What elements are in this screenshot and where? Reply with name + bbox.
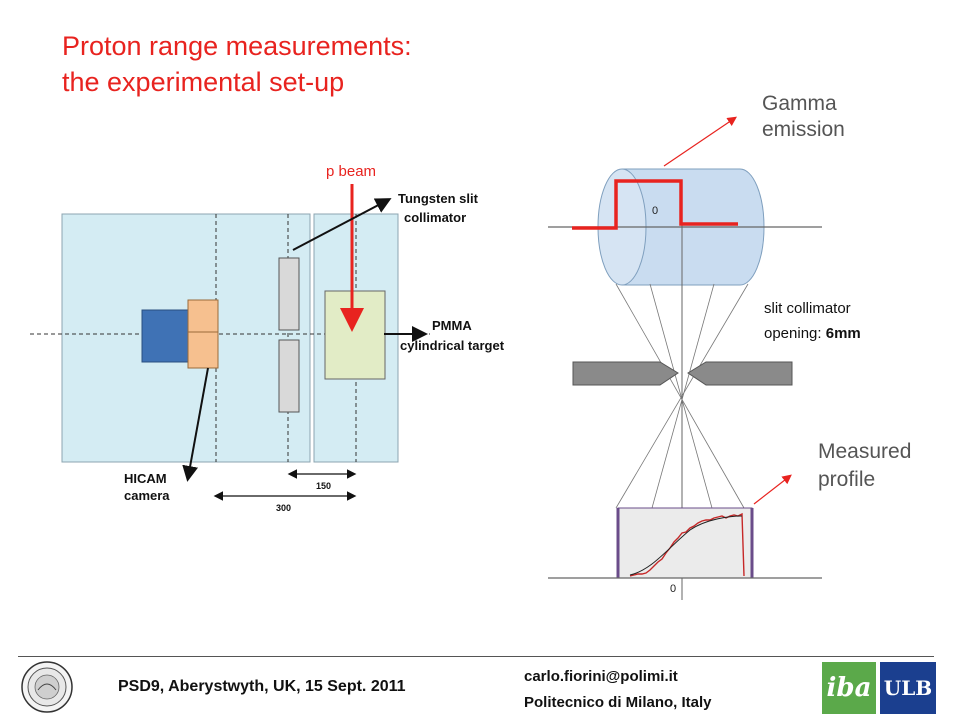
collimator-pointer	[292, 198, 392, 251]
slide-title: Proton range measurements: the experimen…	[62, 28, 412, 100]
gamma-arrow	[663, 116, 737, 167]
profile-label-2: profile	[818, 468, 875, 491]
title-line-2: the experimental set-up	[62, 67, 345, 97]
right-setup: 0 Gamma emission slit collimator opening…	[548, 92, 911, 600]
footer-contact: carlo.fiorini@polimi.it Politecnico di M…	[524, 664, 712, 716]
profile-arrow	[753, 474, 792, 505]
slit-label-2: opening: 6mm	[764, 325, 861, 342]
slit-blade-right	[687, 361, 793, 386]
camera-body	[141, 309, 191, 363]
slit-value: 6mm	[826, 325, 861, 342]
camera-pointer	[182, 367, 209, 482]
pmma-target	[324, 290, 386, 380]
polimi-seal-icon	[21, 661, 73, 713]
slit-blade-left	[572, 361, 679, 386]
target-label-1: PMMA	[432, 318, 472, 333]
slit-label-1: slit collimator	[764, 300, 851, 317]
camera-label-2: camera	[124, 488, 170, 503]
dim-300-label: 300	[276, 503, 291, 513]
camera-detector	[187, 299, 219, 369]
camera-label-1: HICAM	[124, 471, 167, 486]
detector-panel	[617, 507, 753, 579]
gamma-label-2: emission	[762, 118, 845, 141]
left-setup: p beam Tungsten slit collimator PMMA cyl…	[30, 163, 505, 513]
collimator-label-2: collimator	[404, 210, 466, 225]
profile-label-1: Measured	[818, 440, 911, 463]
slit-block-bottom	[278, 339, 300, 413]
slit-block-top	[278, 257, 300, 331]
footer-affiliation: Politecnico di Milano, Italy	[524, 694, 712, 711]
zero-bottom-label: 0	[670, 583, 676, 595]
footer-conference: PSD9, Aberystwyth, UK, 15 Sept. 2011	[118, 678, 406, 695]
title-line-1: Proton range measurements:	[62, 31, 412, 61]
collimator-label-1: Tungsten slit	[398, 191, 479, 206]
ulb-logo: ULB	[880, 662, 936, 714]
slit-label-2-text: opening:	[764, 325, 826, 342]
beam-label: p beam	[326, 163, 376, 180]
footer-email: carlo.fiorini@polimi.it	[524, 668, 678, 685]
dim-150-label: 150	[316, 481, 331, 491]
zero-top-label: 0	[652, 205, 658, 217]
target-label-2: cylindrical target	[400, 338, 505, 353]
gamma-label-1: Gamma	[762, 92, 837, 115]
iba-logo: iba	[822, 662, 876, 714]
profile-fit	[629, 515, 743, 576]
gamma-profile-step	[572, 179, 738, 230]
footer-rule	[18, 656, 934, 657]
